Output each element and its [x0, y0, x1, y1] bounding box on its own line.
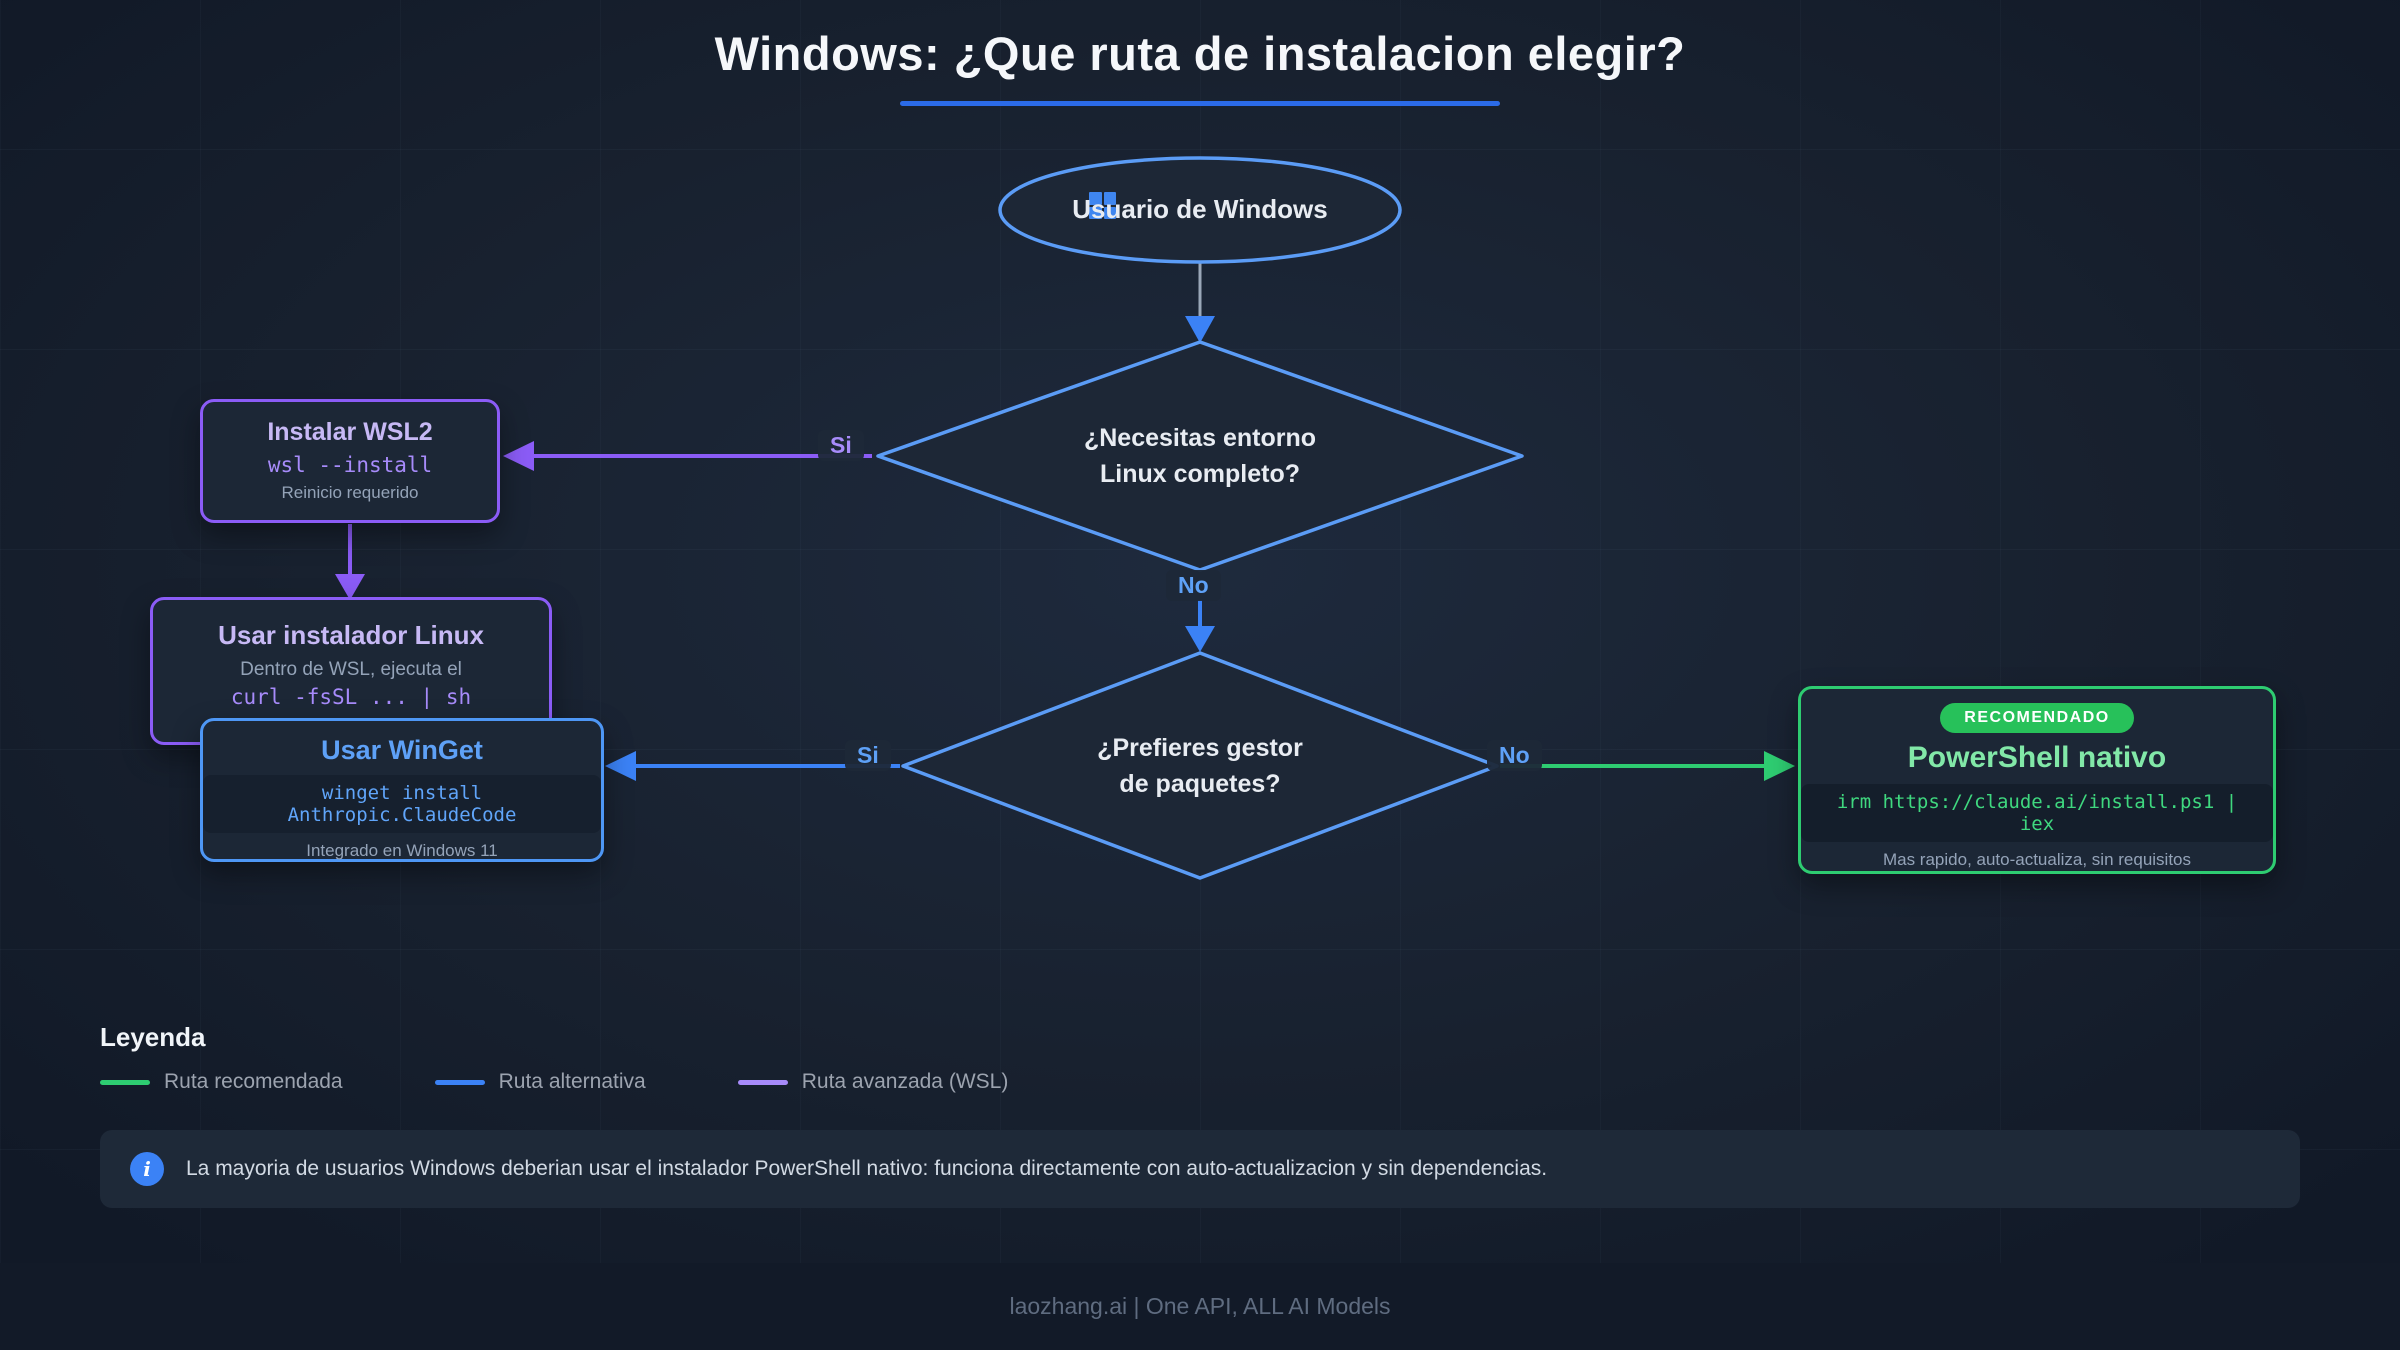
info-note-text: La mayoria de usuarios Windows deberian …: [186, 1157, 1548, 1180]
node-winget: Usar WinGet winget install Anthropic.Cla…: [200, 718, 604, 862]
legend-item-recommended: Ruta recomendada: [100, 1070, 343, 1094]
arrowhead-decision1-decision2: [1185, 626, 1215, 652]
winget-command: winget install Anthropic.ClaudeCode: [203, 775, 601, 833]
linux-installer-subtitle: Dentro de WSL, ejecuta el: [240, 659, 462, 680]
recommended-badge: RECOMENDADO: [1940, 703, 2134, 733]
info-icon: i: [130, 1152, 164, 1186]
decision2-label: ¿Prefieres gestor de paquetes?: [980, 730, 1420, 802]
arrowhead-decision2-winget: [605, 751, 636, 781]
legend-swatch-blue: [434, 1079, 485, 1085]
legend-swatch-green: [100, 1079, 150, 1085]
edge-label-decision2-no: No: [1487, 740, 1542, 771]
arrowhead-decision1-wsl2: [503, 441, 534, 471]
title-underline: [900, 101, 1500, 106]
wsl2-note: Reinicio requerido: [281, 483, 419, 502]
node-powershell-native: RECOMENDADO PowerShell nativo irm https:…: [1798, 686, 2276, 874]
wsl2-title: Instalar WSL2: [267, 418, 433, 446]
legend-label: Ruta recomendada: [164, 1070, 343, 1093]
linux-installer-command: curl -fsSL ... | sh: [230, 685, 472, 709]
arrowhead-wsl2-linux: [335, 574, 365, 600]
linux-installer-title: Usar instalador Linux: [218, 620, 484, 650]
footer-text: laozhang.ai | One API, ALL AI Models: [1009, 1293, 1391, 1319]
powershell-title: PowerShell nativo: [1907, 741, 2167, 774]
decision2-line2: de paquetes?: [1119, 770, 1281, 798]
powershell-note: Mas rapido, auto-actualiza, sin requisit…: [1882, 850, 2192, 869]
winget-note: Integrado en Windows 11: [306, 841, 498, 860]
decision2-shape: [901, 651, 1499, 880]
legend-label: Ruta avanzada (WSL): [801, 1070, 1009, 1093]
edge-label-decision1-yes: Si: [818, 430, 864, 461]
legend-item-alternative: Ruta alternativa: [434, 1070, 646, 1094]
arrowhead-start-decision1: [1185, 316, 1215, 343]
legend-swatch-purple: [737, 1079, 788, 1085]
decision1-line2: Linux completo?: [1100, 460, 1300, 488]
start-node-shape: [998, 156, 1402, 264]
footer: laozhang.ai | One API, ALL AI Models: [0, 1263, 2400, 1350]
node-install-wsl2: Instalar WSL2 wsl --install Reinicio req…: [200, 399, 500, 523]
legend-title: Leyenda: [100, 1022, 206, 1052]
edge-label-decision1-no: No: [1166, 570, 1221, 601]
page-title: Windows: ¿Que ruta de instalacion elegir…: [714, 27, 1686, 80]
edge-label-decision2-yes: Si: [845, 740, 891, 771]
legend-label: Ruta alternativa: [498, 1070, 646, 1093]
powershell-command: irm https://claude.ai/install.ps1 | iex: [1801, 784, 2273, 842]
winget-title: Usar WinGet: [321, 735, 483, 765]
decision2-line1: ¿Prefieres gestor: [1097, 734, 1303, 762]
legend: Ruta recomendada Ruta alternativa Ruta a…: [100, 1070, 1008, 1094]
arrowhead-decision2-powershell: [1764, 751, 1795, 781]
decision1-label: ¿Necesitas entorno Linux completo?: [980, 420, 1420, 492]
start-node-label: Usuario de Windows: [1072, 194, 1328, 224]
info-note: i La mayoria de usuarios Windows deberia…: [100, 1130, 2300, 1208]
wsl2-command: wsl --install: [267, 453, 433, 477]
windows-logo-icon: [1089, 192, 1116, 219]
decision1-line1: ¿Necesitas entorno: [1083, 424, 1316, 452]
legend-item-advanced: Ruta avanzada (WSL): [737, 1070, 1009, 1094]
